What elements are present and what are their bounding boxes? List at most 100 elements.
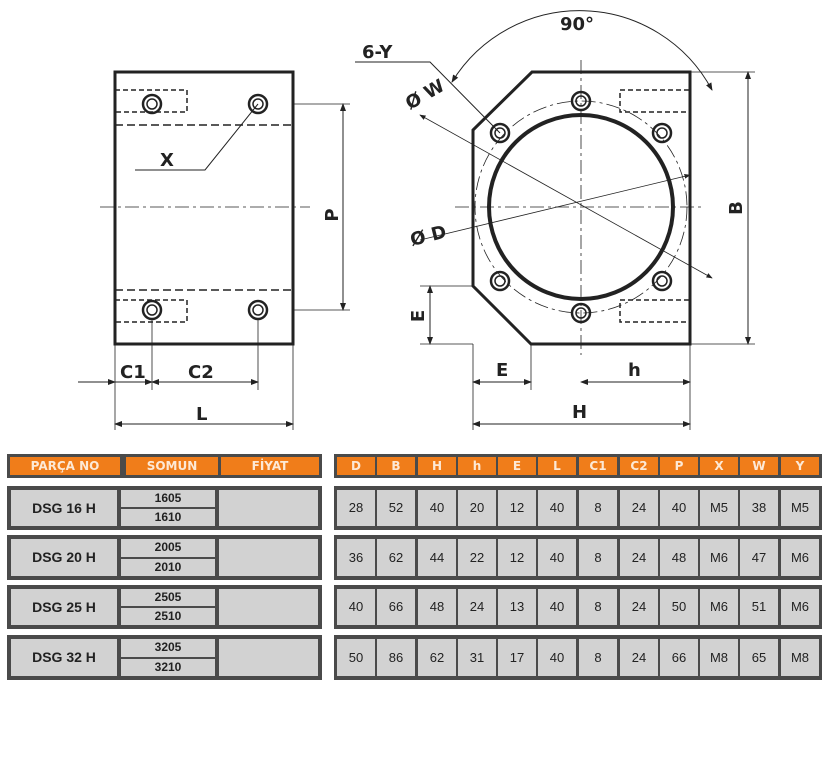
column-header-b: B — [377, 457, 415, 475]
nut-code: 2510 — [121, 608, 215, 625]
value-x: M8 — [700, 639, 738, 676]
price-cell — [219, 639, 318, 676]
value-c2: 24 — [620, 490, 658, 526]
column-header: SOMUN — [126, 457, 218, 475]
nut-code: 3210 — [121, 658, 215, 676]
label-c1: C1 — [120, 362, 146, 383]
label-p: P — [322, 208, 343, 221]
value-h: 20 — [458, 490, 496, 526]
value-y: M6 — [781, 539, 819, 576]
label-c2: C2 — [188, 362, 214, 383]
label-angle: 90° — [560, 14, 594, 35]
part-number: DSG 16 H — [11, 490, 117, 526]
value-l: 40 — [538, 539, 576, 576]
value-b: 66 — [377, 589, 415, 625]
column-header-d: D — [337, 457, 375, 475]
label-x: X — [160, 150, 174, 171]
value-h: 62 — [418, 639, 456, 676]
value-d: 50 — [337, 639, 375, 676]
value-w: 47 — [740, 539, 778, 576]
column-header-c2: C2 — [620, 457, 658, 475]
value-w: 65 — [740, 639, 778, 676]
value-p: 66 — [660, 639, 698, 676]
label-6y: 6-Y — [362, 42, 393, 63]
side-view — [78, 70, 350, 430]
value-x: M6 — [700, 589, 738, 625]
value-d: 28 — [337, 490, 375, 526]
nut-code: 2505 — [121, 589, 215, 606]
value-b: 52 — [377, 490, 415, 526]
label-b: B — [726, 201, 747, 215]
label-e-vertical: E — [408, 310, 429, 322]
value-w: 38 — [740, 490, 778, 526]
part-number: DSG 25 H — [11, 589, 117, 625]
value-e: 13 — [498, 589, 536, 625]
column-header-l: L — [538, 457, 576, 475]
value-h: 48 — [418, 589, 456, 625]
label-h-lower: h — [628, 360, 641, 381]
column-header-w: W — [740, 457, 778, 475]
nut-code: 1605 — [121, 490, 215, 507]
value-y: M8 — [781, 639, 819, 676]
column-header: FİYAT — [221, 457, 319, 475]
value-e: 12 — [498, 539, 536, 576]
value-c1: 8 — [579, 589, 617, 625]
value-b: 86 — [377, 639, 415, 676]
value-l: 40 — [538, 639, 576, 676]
nut-code: 3205 — [121, 639, 215, 657]
label-phi-w: Ø W — [402, 75, 448, 114]
value-y: M6 — [781, 589, 819, 625]
value-x: M5 — [700, 490, 738, 526]
value-p: 48 — [660, 539, 698, 576]
value-d: 36 — [337, 539, 375, 576]
column-header: PARÇA NO — [10, 457, 120, 475]
value-c1: 8 — [579, 639, 617, 676]
price-cell — [219, 539, 318, 576]
value-c2: 24 — [620, 539, 658, 576]
part-number: DSG 32 H — [11, 639, 117, 676]
value-c2: 24 — [620, 639, 658, 676]
nut-code: 2005 — [121, 539, 215, 557]
value-y: M5 — [781, 490, 819, 526]
price-cell — [219, 490, 318, 526]
value-e: 17 — [498, 639, 536, 676]
value-p: 50 — [660, 589, 698, 625]
part-number: DSG 20 H — [11, 539, 117, 576]
price-cell — [219, 589, 318, 625]
value-l: 40 — [538, 589, 576, 625]
column-header-e: E — [498, 457, 536, 475]
label-h-upper: H — [572, 402, 587, 423]
column-header-c1: C1 — [579, 457, 617, 475]
value-c1: 8 — [579, 490, 617, 526]
value-h: 31 — [458, 639, 496, 676]
value-h: 44 — [418, 539, 456, 576]
value-w: 51 — [740, 589, 778, 625]
value-x: M6 — [700, 539, 738, 576]
value-h: 22 — [458, 539, 496, 576]
column-header-y: Y — [781, 457, 819, 475]
nut-code: 1610 — [121, 509, 215, 526]
column-header-x: X — [700, 457, 738, 475]
value-d: 40 — [337, 589, 375, 625]
column-header-h: h — [458, 457, 496, 475]
value-h: 40 — [418, 490, 456, 526]
label-e-horizontal: E — [496, 360, 508, 381]
front-view — [355, 10, 755, 430]
value-b: 62 — [377, 539, 415, 576]
value-c1: 8 — [579, 539, 617, 576]
column-header-h: H — [418, 457, 456, 475]
column-header-p: P — [660, 457, 698, 475]
value-h: 24 — [458, 589, 496, 625]
value-p: 40 — [660, 490, 698, 526]
